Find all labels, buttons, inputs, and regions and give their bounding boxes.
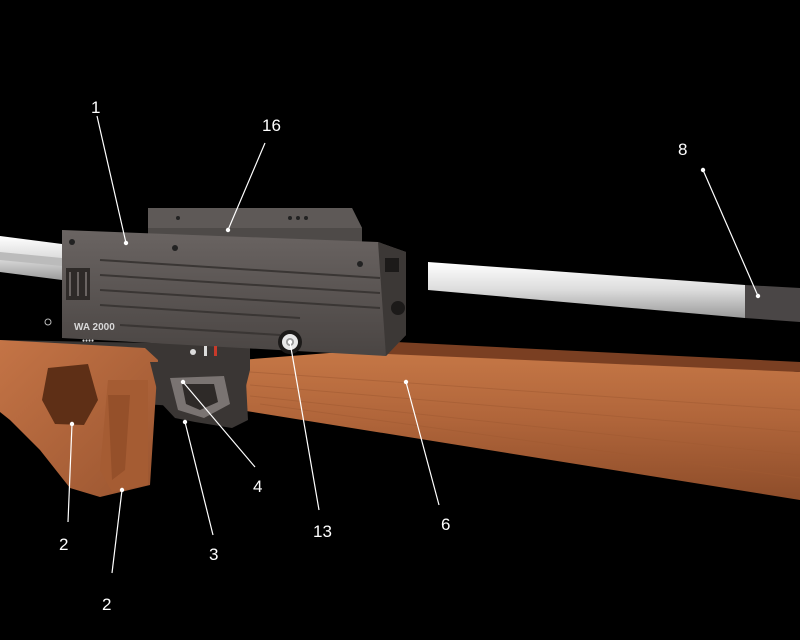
- receiver: WA 2000 ●●●●: [44, 208, 406, 356]
- model-marking: WA 2000: [74, 322, 115, 333]
- callout-4: 4: [253, 477, 262, 496]
- callout-13: 13: [313, 522, 332, 541]
- thumbhole: [42, 364, 98, 425]
- trigger-guard: [150, 362, 248, 428]
- callout-2a: 2: [59, 535, 68, 554]
- pistol-grip: [0, 340, 158, 497]
- callouts: 1 16 8 2 2 3 4 13 6: [59, 98, 761, 614]
- callout-16: 16: [262, 116, 281, 135]
- callout-6: 6: [441, 515, 450, 534]
- left-barrel-stub: [0, 236, 62, 280]
- forend-stock: [240, 340, 800, 500]
- serial-marking: ●●●●: [82, 338, 94, 344]
- barrel-white-section: [428, 262, 745, 318]
- barrel-group: [428, 262, 800, 322]
- callout-1: 1: [91, 98, 100, 117]
- callout-2b: 2: [102, 595, 111, 614]
- callout-3: 3: [209, 545, 218, 564]
- barrel-end-cap: [745, 285, 800, 322]
- callout-8: 8: [678, 140, 687, 159]
